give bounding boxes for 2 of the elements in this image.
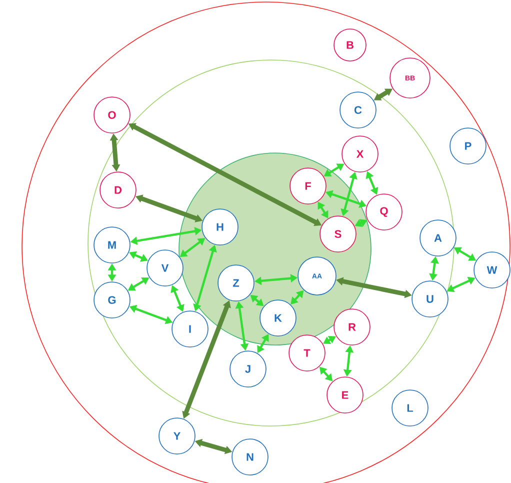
circle (88, 60, 454, 426)
node-label: W (486, 266, 498, 274)
